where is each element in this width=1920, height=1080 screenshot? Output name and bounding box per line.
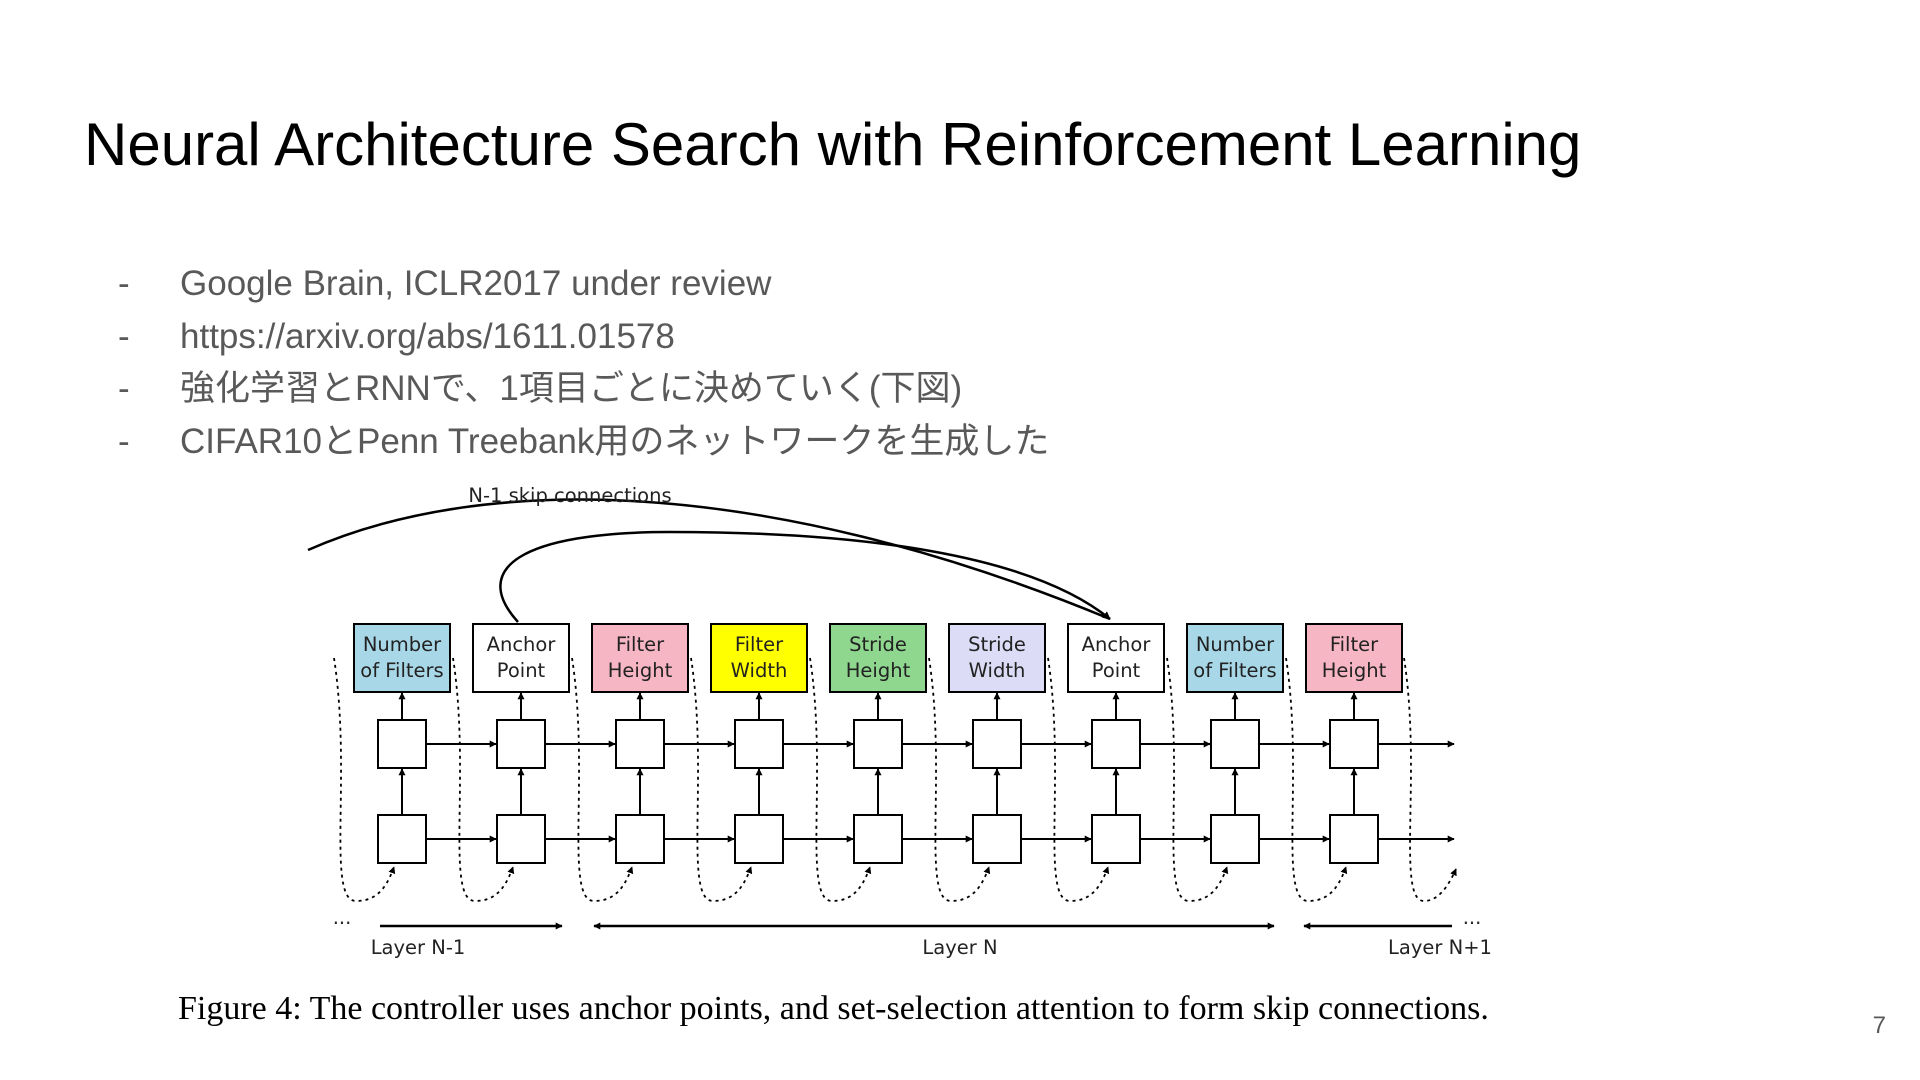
- decision-box: [829, 623, 927, 693]
- bullet-marker: -: [118, 316, 130, 356]
- rnn-cell-upper: [972, 719, 1022, 769]
- decision-box-label: Filter: [735, 633, 784, 656]
- feedback-dotted-curve: [1047, 657, 1110, 902]
- decision-box-label: of Filters: [360, 659, 443, 682]
- figure-caption: Figure 4: The controller uses anchor poi…: [178, 990, 1489, 1027]
- rnn-cell-upper: [377, 719, 427, 769]
- bullet-text: https://arxiv.org/abs/1611.01578: [180, 316, 675, 356]
- rnn-cell-upper: [1091, 719, 1141, 769]
- decision-box-label: Stride: [849, 633, 907, 656]
- decision-box: [1186, 623, 1284, 693]
- decision-box-label: Width: [969, 659, 1026, 682]
- bullet-item: - https://arxiv.org/abs/1611.01578: [118, 311, 1049, 364]
- decision-box: [591, 623, 689, 693]
- decision-box-label: Height: [608, 659, 673, 682]
- bullet-item: - CIFAR10とPenn Treebank用のネットワークを生成した: [118, 416, 1049, 469]
- decision-box: [1305, 623, 1403, 693]
- decision-box-label: Width: [731, 659, 788, 682]
- decision-box: [472, 623, 570, 693]
- decision-box-label: Stride: [968, 633, 1026, 656]
- layer-label-prev: Layer N-1: [371, 936, 466, 959]
- rnn-cell-lower: [615, 814, 665, 864]
- skip-connection-curve: [307, 498, 1111, 621]
- decision-box: [948, 623, 1046, 693]
- layer-label-current: Layer N: [922, 936, 997, 959]
- decision-box-label: Point: [1092, 659, 1141, 682]
- bullet-text: 強化学習とRNNで、1項目ごとに決めていく(下図): [180, 369, 963, 408]
- rnn-cell-lower: [377, 814, 427, 864]
- feedback-dotted-curve: [571, 657, 634, 902]
- controller-diagram: N-1 skip connections Number of Filters Anc…: [300, 474, 1520, 974]
- decision-box-label: Point: [497, 659, 546, 682]
- rnn-cell-lower: [1091, 814, 1141, 864]
- decision-box: [353, 623, 451, 693]
- rnn-cell-lower: [1210, 814, 1260, 864]
- decision-box: [1067, 623, 1165, 693]
- bullet-marker: -: [118, 264, 130, 303]
- decision-box-label: Anchor: [1082, 633, 1152, 656]
- rnn-cell-upper: [1329, 719, 1379, 769]
- rnn-cell-upper: [734, 719, 784, 769]
- rnn-cell-upper: [1210, 719, 1260, 769]
- bullet-item: - Google Brain, ICLR2017 under review: [118, 258, 1049, 311]
- feedback-dotted-curve: [452, 657, 515, 902]
- feedback-dotted-curve: [1166, 657, 1229, 902]
- skip-connections-label: N-1 skip connections: [468, 484, 671, 507]
- bullet-text: CIFAR10とPenn Treebank用のネットワークを生成した: [180, 421, 1050, 461]
- decision-box-label: Filter: [1330, 633, 1379, 656]
- feedback-dotted-curve: [1285, 657, 1348, 902]
- page-number: 7: [1872, 1012, 1886, 1039]
- decision-box-label: Height: [1322, 659, 1387, 682]
- bullet-marker: -: [118, 369, 130, 408]
- rnn-cell-lower: [1329, 814, 1379, 864]
- rnn-cell-upper: [853, 719, 903, 769]
- ellipsis-left: ...: [333, 906, 352, 929]
- rnn-cell-upper: [615, 719, 665, 769]
- bullet-list: - Google Brain, ICLR2017 under review - ht…: [118, 258, 1049, 468]
- ellipsis-right: ...: [1463, 906, 1482, 929]
- rnn-cell-lower: [972, 814, 1022, 864]
- decision-box-label: Number: [1196, 633, 1275, 656]
- rnn-cell-upper: [496, 719, 546, 769]
- layer-label-next: Layer N+1: [1388, 936, 1492, 959]
- decision-box-label: Number: [363, 633, 442, 656]
- rnn-cell-lower: [734, 814, 784, 864]
- rnn-cell-lower: [496, 814, 546, 864]
- decision-box: [710, 623, 808, 693]
- decision-box-label: Anchor: [487, 633, 557, 656]
- decision-box-label: Filter: [616, 633, 665, 656]
- feedback-dotted-curve: [690, 657, 753, 902]
- bullet-marker: -: [118, 421, 130, 461]
- rnn-cell-lower: [853, 814, 903, 864]
- slide-title: Neural Architecture Search with Reinforc…: [84, 111, 1582, 178]
- decision-box-label: Height: [846, 659, 911, 682]
- feedback-dotted-curve: [928, 657, 991, 902]
- bullet-text: Google Brain, ICLR2017 under review: [180, 264, 772, 303]
- bullet-item: - 強化学習とRNNで、1項目ごとに決めていく(下図): [118, 363, 1049, 416]
- skip-connection-curve: [499, 530, 1111, 623]
- feedback-dotted-curve: [809, 657, 872, 902]
- decision-box-label: of Filters: [1193, 659, 1276, 682]
- feedback-dotted-curve: [1403, 657, 1457, 902]
- controller-diagram-svg: N-1 skip connections Number of Filters Anc…: [307, 484, 1492, 959]
- feedback-dotted-curve: [333, 657, 396, 902]
